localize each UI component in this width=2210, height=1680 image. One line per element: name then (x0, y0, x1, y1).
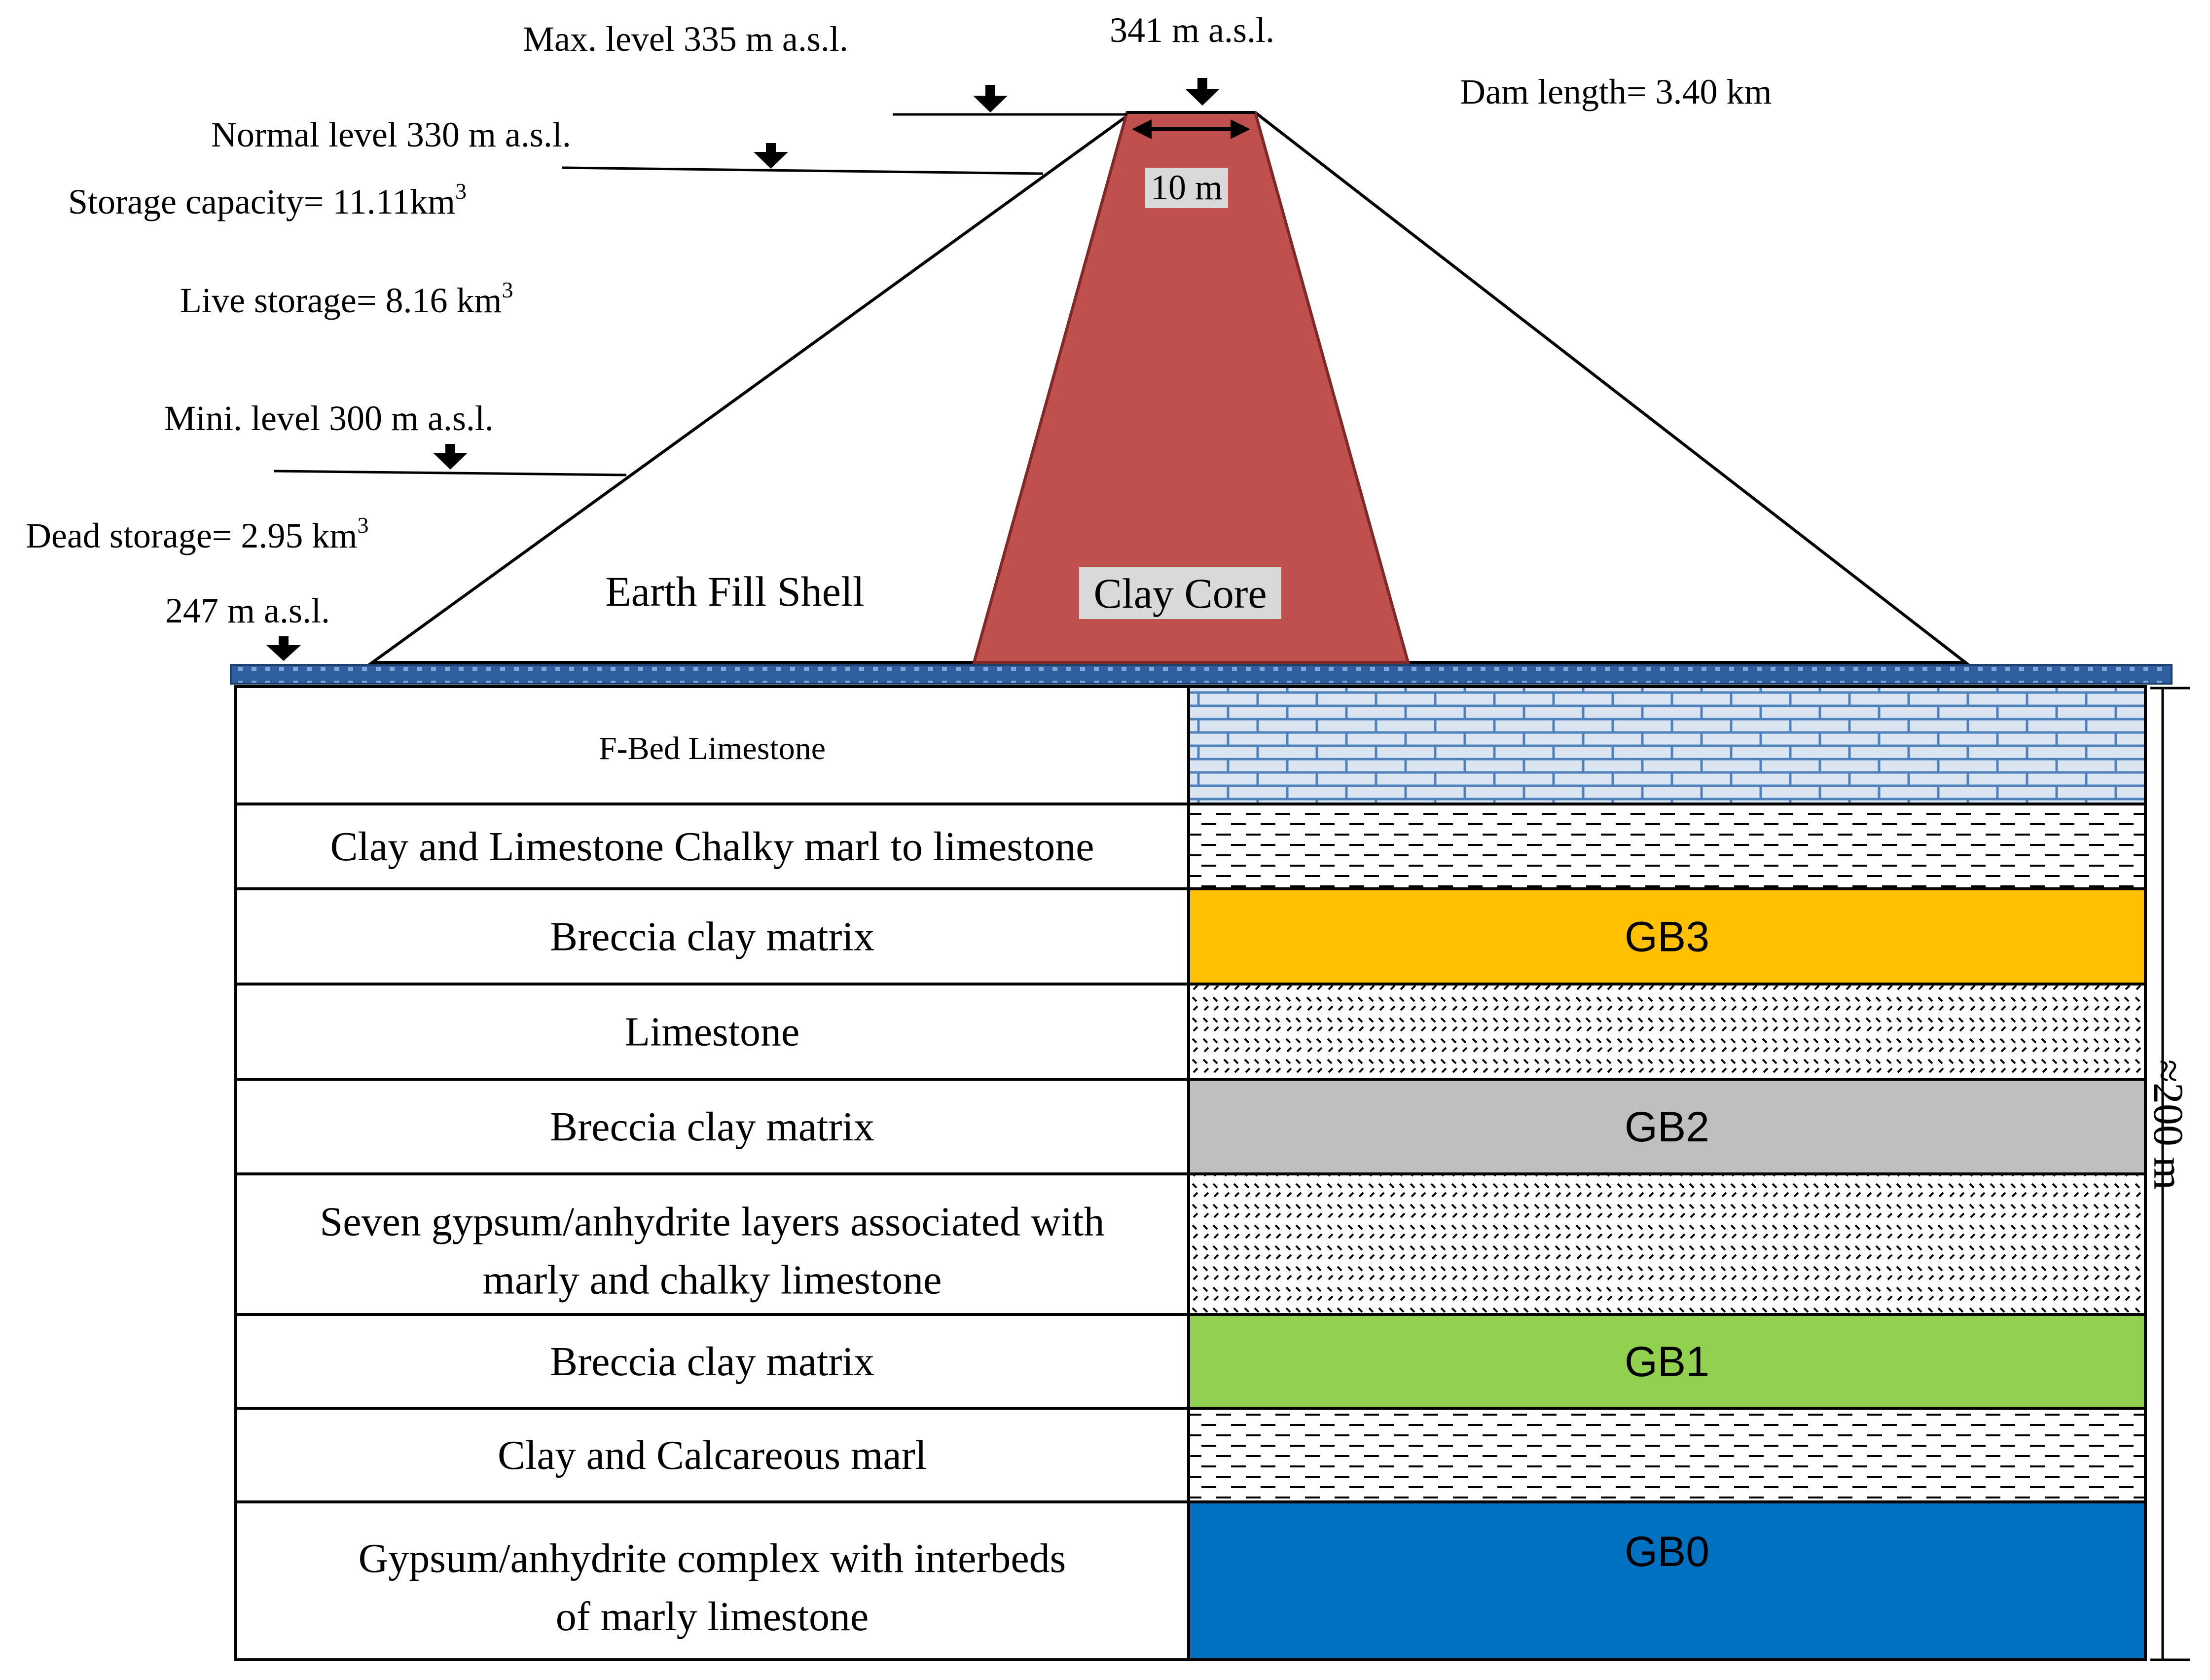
layer-description-cell (234, 1500, 1190, 1661)
layer-pattern-cell (1187, 1172, 2147, 1316)
layer-pattern-cell (1187, 685, 2147, 805)
depth-dimension: ≈200 m (2145, 687, 2192, 1661)
layer-description: Breccia clay matrix (550, 1104, 874, 1150)
layer-pattern-cell (1187, 887, 2147, 986)
layer-pattern-cell (1187, 983, 2147, 1081)
mini-level-label: Mini. level 300 m a.s.l. (164, 399, 494, 438)
storage-capacity-superscript: 3 (455, 179, 467, 204)
live-storage-superscript: 3 (502, 277, 513, 302)
foundation-strip (230, 664, 2173, 685)
layer-tag: GB2 (1625, 1103, 1709, 1151)
crest-level-label: 341 m a.s.l. (1110, 10, 1274, 50)
layer-description-cell (234, 685, 1190, 805)
layer-description-line2: marly and chalky limestone (483, 1257, 942, 1303)
layer-description: Seven gypsum/anhydrite layers associated… (320, 1199, 1105, 1245)
layer-description: Breccia clay matrix (550, 1339, 874, 1385)
clay-core-label-bg (1079, 567, 1281, 619)
mini-level-line (273, 470, 627, 476)
normal-level-marker-icon (754, 143, 788, 169)
layer-description: F-Bed Limestone (599, 730, 826, 767)
layer-pattern-cell (1187, 1407, 2147, 1503)
crest-width-arrow (1132, 119, 1250, 139)
layer-description: Limestone (625, 1009, 800, 1055)
crest-level-marker-icon (1185, 78, 1220, 106)
layer-tag: GB3 (1625, 913, 1709, 961)
layer-description-cell (234, 1313, 1190, 1410)
dam-embankment (367, 111, 1970, 664)
crest-width-label-bg (1145, 168, 1228, 208)
layer-pattern-cell (1187, 1500, 2147, 1661)
mini-level-marker-icon (433, 444, 468, 470)
base-level-marker-icon (266, 636, 301, 661)
layer-tag: GB0 (1625, 1528, 1709, 1575)
depth-label: ≈200 m (2145, 1059, 2192, 1190)
dead-storage-label: Dead storage= 2.95 km3 (26, 512, 368, 555)
live-storage-label: Live storage= 8.16 km3 (180, 277, 513, 320)
storage-capacity-label: Storage capacity= 11.11km3 (68, 179, 467, 221)
max-level-marker-icon (973, 85, 1008, 112)
layer-description: Clay and Limestone Chalky marl to limest… (330, 824, 1094, 870)
layer-description-cell (234, 887, 1190, 986)
normal-level-line (562, 166, 1044, 175)
layer-description: Breccia clay matrix (550, 914, 874, 960)
level-lines (273, 113, 1127, 476)
layer-description-cell (234, 1407, 1190, 1503)
layer-pattern-cell (1187, 803, 2147, 890)
layer-description: Clay and Calcareous marl (498, 1432, 927, 1478)
base-level-label: 247 m a.s.l. (165, 591, 330, 630)
dam-length-label: Dam length= 3.40 km (1460, 72, 1772, 111)
max-level-label: Max. level 335 m a.s.l. (523, 19, 848, 59)
layer-pattern-cell (1187, 1078, 2147, 1175)
earth-fill-shell-label: Earth Fill Shell (605, 568, 865, 615)
layer-description: Gypsum/anhydrite complex with interbeds (359, 1535, 1066, 1581)
layer-description-line2: of marly limestone (556, 1594, 869, 1640)
crest-width-label: 10 m (1151, 168, 1223, 207)
level-markers (266, 78, 1220, 661)
clay-core-label: Clay Core (1093, 570, 1267, 617)
layer-pattern-cell (1187, 1313, 2147, 1410)
layer-description-cell (234, 983, 1190, 1081)
normal-level-label: Normal level 330 m a.s.l. (211, 115, 571, 154)
layer-tag: GB1 (1625, 1338, 1709, 1386)
dead-storage-superscript: 3 (357, 512, 368, 538)
